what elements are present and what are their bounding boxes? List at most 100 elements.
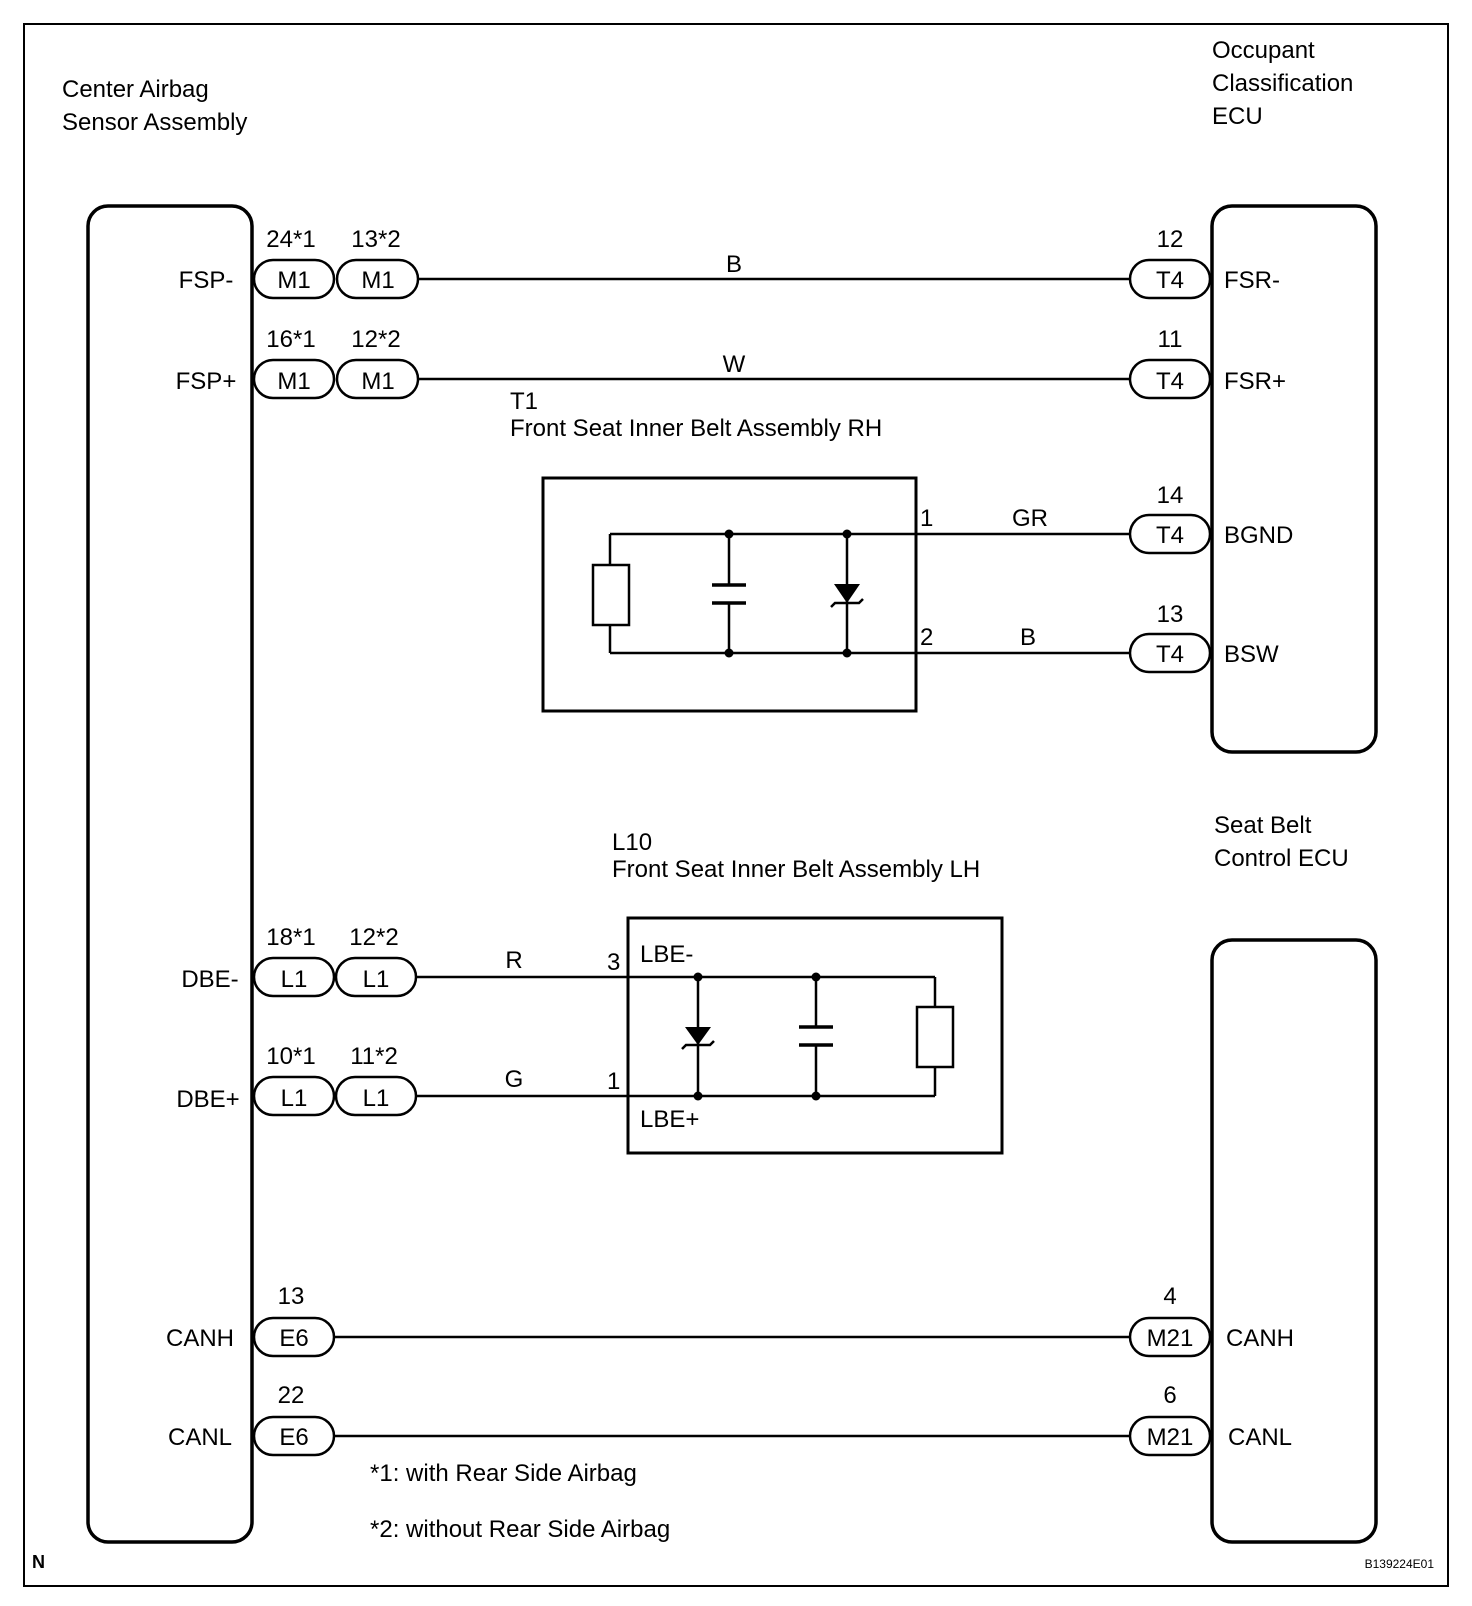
pin-number: 24*1 [266,226,315,253]
wire-fsp-minus: FSP- 24*1 M1 13*2 M1 B 12 T4 FSR- [179,226,1280,300]
belt-lh-code: L10 [612,829,652,856]
resistor-symbol [915,1005,955,1069]
footnote-2: *2: without Rear Side Airbag [370,1516,670,1543]
pin-number: 11*2 [350,1043,398,1070]
terminal-number: 3 [607,949,620,976]
seatbelt-ecu-title-line2: Control ECU [1214,845,1349,872]
diode-symbol [834,584,860,603]
connector-l1 [252,956,336,998]
pin-label-fsp-minus: FSP- [179,267,234,294]
pin-number: 12*2 [349,924,398,951]
pin-number: 14 [1157,482,1184,509]
pin-label-canl-ecu: CANL [1228,1424,1292,1451]
connector-label: M21 [1147,1424,1194,1451]
belt-rh-code: T1 [510,388,538,415]
connector-m1 [252,258,336,300]
occupant-ecu-box [1210,204,1378,754]
wire-color: R [505,947,522,974]
pin-number: 16*1 [266,326,315,353]
terminal-number: 2 [920,624,933,651]
center-airbag-sensor-box [86,204,254,1544]
connector-t4 [1128,358,1212,400]
connector-label: L1 [281,966,308,993]
pin-label-bgnd: BGND [1224,522,1293,549]
connector-label: E6 [279,1424,308,1451]
connector-label: M1 [361,368,394,395]
pin-label-dbe-minus: DBE- [181,966,238,993]
pin-number: 22 [278,1382,305,1409]
center-airbag-title-line1: Center Airbag [62,76,209,103]
wire-color: G [505,1066,524,1093]
wire-canl: CANL 22 E6 6 M21 CANL [168,1382,1292,1457]
corner-mark: N [32,1552,45,1572]
wire-dbe-minus: DBE- 18*1 L1 12*2 L1 [181,924,418,998]
pin-number: 13*2 [351,226,400,253]
pin-number: 11 [1158,326,1183,353]
terminal-label-lbe-minus: LBE- [640,941,693,968]
pin-number: 13 [278,1283,305,1310]
connector-t4 [1128,258,1212,300]
connector-m1 [252,358,336,400]
connector-e6 [252,1316,336,1358]
connector-l1 [334,956,418,998]
pin-number: 12*2 [351,326,400,353]
connector-m21 [1128,1316,1212,1358]
occupant-ecu-title-line1: Occupant [1212,37,1315,64]
belt-rh-name: Front Seat Inner Belt Assembly RH [510,415,882,442]
pin-number: 6 [1163,1382,1176,1409]
wire-color: W [723,351,746,378]
figure-id: B139224E01 [1365,1557,1435,1571]
belt-rh-assembly: 1 2 GR B [541,476,1130,713]
connector-label: T4 [1156,368,1184,395]
connector-m1 [335,258,420,300]
wire-color: B [1020,624,1036,651]
wire-dbe-plus: DBE+ 10*1 L1 11*2 L1 [176,1043,418,1117]
pin-label-fsp-plus: FSP+ [176,368,237,395]
occupant-ecu-title-line3: ECU [1212,103,1263,130]
pin-number: 12 [1157,226,1184,253]
connector-label: M21 [1147,1325,1194,1352]
pin-label-canh: CANH [166,1325,234,1352]
center-airbag-title-line2: Sensor Assembly [62,109,247,136]
occupant-ecu-title-line2: Classification [1212,70,1353,97]
diode-symbol [685,1027,711,1045]
belt-lh-assembly: 3 1 LBE- LBE+ R G [416,916,1004,1155]
connector-m1 [335,358,420,400]
connector-label: T4 [1156,267,1184,294]
connector-t4 [1128,632,1212,674]
pin-number: 18*1 [266,924,315,951]
pin-number: 4 [1163,1283,1176,1310]
connector-label: T4 [1156,522,1184,549]
pin-label-canh-ecu: CANH [1226,1325,1294,1352]
pin-label-fsr-plus: FSR+ [1224,368,1286,395]
belt-lh-name: Front Seat Inner Belt Assembly LH [612,856,980,883]
connector-m21 [1128,1415,1212,1457]
pin-label-bsw: BSW [1224,641,1279,668]
resistor-symbol [591,563,631,627]
connector-e6 [252,1415,336,1457]
terminal-label-lbe-plus: LBE+ [640,1106,699,1133]
connector-l1 [252,1075,336,1117]
pin-label-fsr-minus: FSR- [1224,267,1280,294]
pin-label-dbe-plus: DBE+ [176,1086,239,1113]
pin-number: 13 [1157,601,1184,628]
connector-t4 [1128,513,1212,555]
wire-color: B [726,251,742,278]
seatbelt-ecu-title-line1: Seat Belt [1214,812,1312,839]
wire-color: GR [1012,505,1048,532]
terminal-number: 1 [607,1068,620,1095]
connector-label: L1 [363,966,390,993]
connector-label: L1 [363,1085,390,1112]
connector-l1 [334,1075,418,1117]
seatbelt-ecu-box [1210,938,1378,1544]
connector-label: M1 [277,267,310,294]
pin-number: 10*1 [266,1043,315,1070]
footnote-1: *1: with Rear Side Airbag [370,1460,637,1487]
connector-label: T4 [1156,641,1184,668]
connector-label: L1 [281,1085,308,1112]
belt-lh-box [626,916,1004,1155]
wire-canh: CANH 13 E6 4 M21 CANH [166,1283,1294,1358]
terminal-number: 1 [920,505,933,532]
connector-label: M1 [277,368,310,395]
